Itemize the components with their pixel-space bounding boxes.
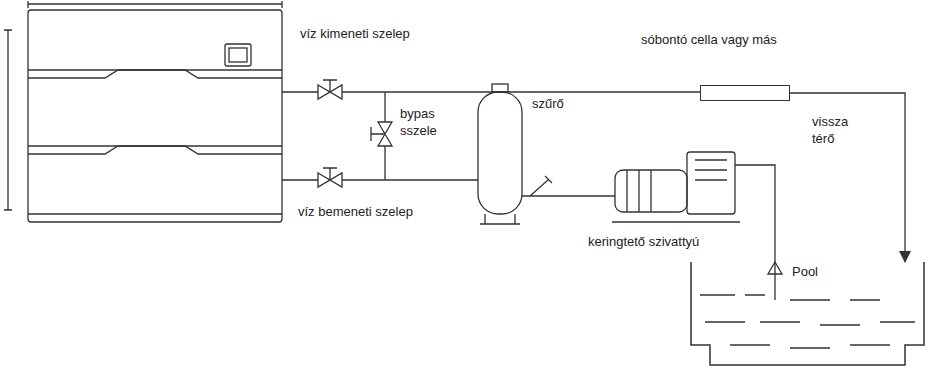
node-label: sóbontó cella vagy más xyxy=(641,32,777,49)
part-label: vissza térő xyxy=(812,114,874,148)
part-label: víz bemeneti szelep xyxy=(298,204,413,221)
pool-wall xyxy=(691,262,924,365)
return-pipe xyxy=(790,93,905,262)
part-label: szűrő xyxy=(532,96,564,113)
pool-basin: Pool xyxy=(690,262,925,366)
part-label: keringtető szivattyú xyxy=(588,234,699,251)
salt-cell-box: sóbontó cella vagy más xyxy=(700,85,790,101)
part-label: bypas sszele xyxy=(400,106,452,140)
node-label: Pool xyxy=(792,264,818,281)
part-label: víz kimeneti szelep xyxy=(300,26,410,43)
